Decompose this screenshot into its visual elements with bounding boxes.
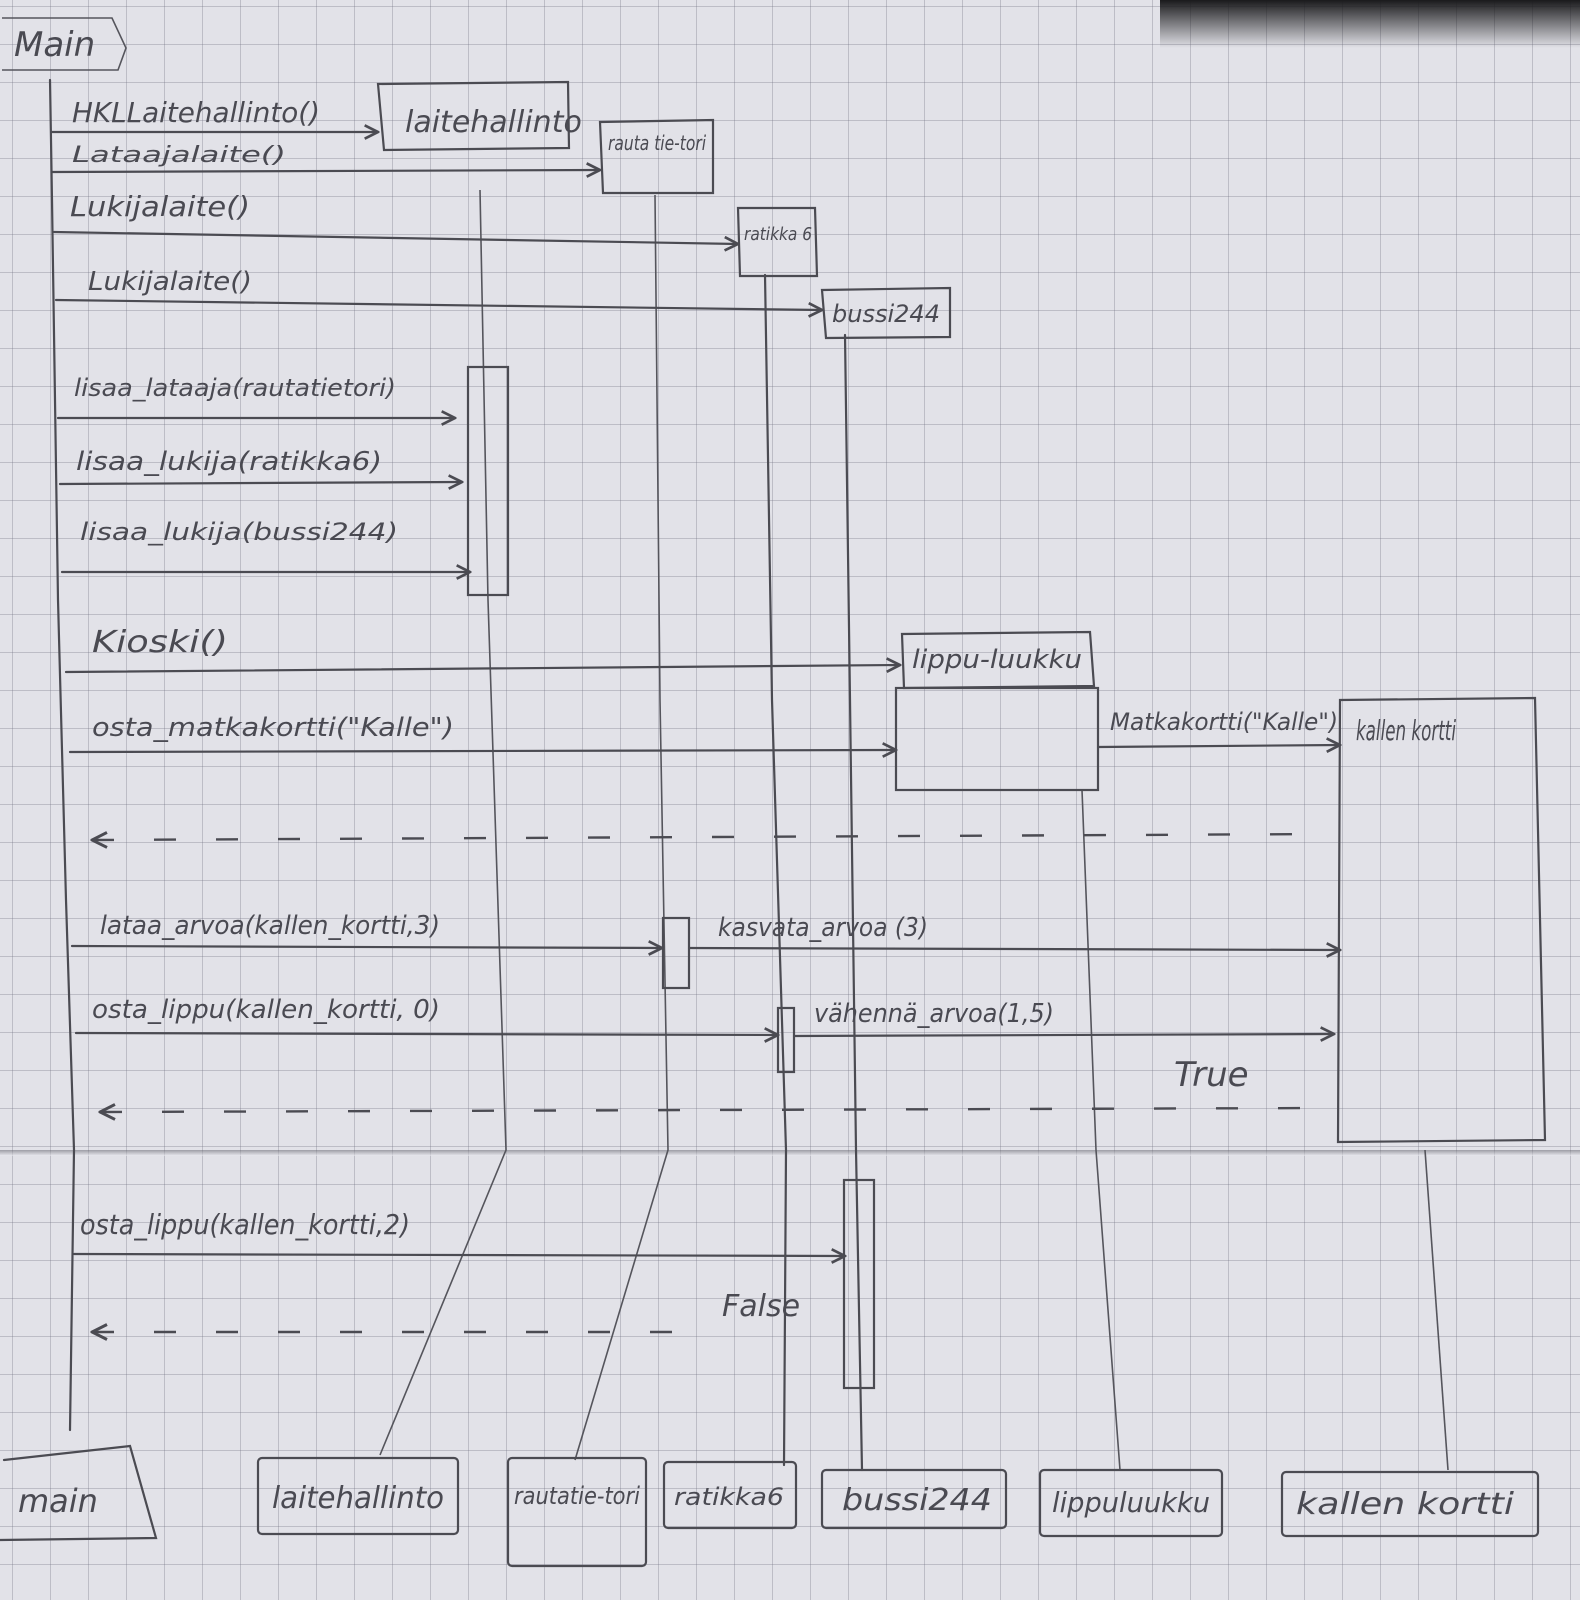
- frame-label-box: Main: [2, 17, 127, 71]
- message-7-label: lisaa_lukija(bussi244): [80, 518, 398, 546]
- message-14-label: vähennä_arvoa(1,5): [814, 999, 1054, 1029]
- lifeline-kallen-kortti: [1424, 1149, 1449, 1471]
- lifeline-rautatietori: [574, 194, 669, 1461]
- message-12: kasvata_arvoa (3): [687, 913, 1340, 950]
- footer-kallen-kortti-label: kallen kortti: [1296, 1487, 1515, 1522]
- footer-laitehallinto: laitehallinto: [256, 1456, 460, 1536]
- footer-lippuluukku: lippuluukku: [1038, 1468, 1224, 1538]
- footer-rautatietori-label: rautatie-tori: [514, 1482, 640, 1510]
- footer-kallen-kortti: kallen kortti: [1280, 1470, 1540, 1538]
- footer-main-label: main: [18, 1482, 98, 1520]
- message-11: lataa_arvoa(kallen_kortti,3): [70, 911, 662, 948]
- activation-rautatietori: [661, 916, 691, 990]
- return-3: False: [92, 1289, 800, 1332]
- participant-rautatietori: rauta tie-tori: [598, 118, 715, 195]
- participant-bussi244-label: bussi244: [832, 300, 940, 328]
- message-9: osta_matkakortti("Kalle"): [68, 713, 896, 752]
- message-1-label: HKLLaitehallinto(): [72, 96, 320, 129]
- message-2-label: Lataajalaite(): [72, 143, 286, 168]
- footer-laitehallinto-label: laitehallinto: [272, 1481, 444, 1516]
- participant-ratikka6: ratikka 6: [736, 206, 819, 278]
- participant-laitehallinto-label: laitehallinto: [405, 105, 582, 140]
- participant-ratikka6-label: ratikka 6: [744, 224, 812, 245]
- lippuluukku-activation: [894, 686, 1100, 792]
- message-13: osta_lippu(kallen_kortti, 0): [74, 995, 778, 1035]
- message-16-label: osta_lippu(kallen_kortti,2): [80, 1208, 410, 1241]
- return-2-label: True: [1174, 1055, 1249, 1095]
- activation-ratikka6: [776, 1006, 796, 1074]
- message-5-label: lisaa_lataaja(rautatietori): [74, 374, 396, 402]
- participant-rautatietori-label: rauta tie-tori: [608, 131, 706, 155]
- lifeline-lippuluukku: [1081, 789, 1121, 1471]
- activation-bussi244: [842, 1178, 876, 1390]
- message-1: HKLLaitehallinto(): [50, 96, 378, 132]
- message-12-label: kasvata_arvoa (3): [718, 913, 928, 943]
- participant-lippuluukku-label: lippu-luukku: [912, 645, 1082, 675]
- return-2: True: [100, 1055, 1321, 1112]
- message-13-label: osta_lippu(kallen_kortti, 0): [92, 995, 440, 1025]
- lifelines: [48, 78, 1449, 1472]
- lifeline-bussi244: [843, 333, 864, 1472]
- footer-bussi244-label: bussi244: [842, 1483, 992, 1518]
- message-10-label: Matkakortti("Kalle"): [1110, 708, 1338, 736]
- message-16: osta_lippu(kallen_kortti,2): [72, 1208, 845, 1256]
- message-2: Lataajalaite(): [50, 143, 600, 172]
- footer-lippuluukku-label: lippuluukku: [1052, 1486, 1210, 1519]
- lifeline-main: [48, 78, 76, 1432]
- message-5: lisaa_lataaja(rautatietori): [56, 374, 455, 418]
- frame-label: Main: [14, 25, 95, 65]
- paper-fold: [0, 1150, 1580, 1156]
- message-3-label: Lukijalaite(): [70, 190, 250, 223]
- participant-laitehallinto: laitehallinto: [376, 80, 582, 152]
- participant-kallen-kortti-label: kallen kortti: [1356, 714, 1456, 747]
- message-8-label: Kioski(): [92, 625, 228, 660]
- message-11-label: lataa_arvoa(kallen_kortti,3): [100, 911, 440, 941]
- participant-bussi244: bussi244: [820, 286, 952, 340]
- message-9-label: osta_matkakortti("Kalle"): [92, 713, 454, 743]
- message-6-label: lisaa_lukija(ratikka6): [76, 447, 382, 477]
- message-3: Lukijalaite(): [52, 190, 738, 244]
- footer-ratikka6-label: ratikka6: [674, 1483, 784, 1511]
- footer-bussi244: bussi244: [820, 1468, 1008, 1530]
- activation-laitehallinto: [466, 365, 510, 597]
- message-7: lisaa_lukija(bussi244): [60, 518, 470, 572]
- participant-kallen-kortti: kallen kortti: [1336, 696, 1547, 1144]
- message-8: Kioski(): [64, 625, 900, 674]
- return-3-label: False: [722, 1289, 800, 1324]
- message-14: vähennä_arvoa(1,5): [792, 999, 1334, 1036]
- footer-main: main: [0, 1444, 158, 1542]
- message-10: Matkakortti("Kalle"): [1096, 708, 1340, 747]
- lifeline-ratikka6: [763, 273, 788, 1467]
- table-background: [1160, 0, 1580, 48]
- message-4-label: Lukijalaite(): [88, 267, 252, 297]
- return-1: [92, 834, 1331, 840]
- activation-bars: [466, 365, 876, 1390]
- participant-lippuluukku: lippu-luukku: [894, 630, 1100, 792]
- footer-ratikka6: ratikka6: [662, 1460, 798, 1530]
- lifeline-laitehallinto: [379, 189, 507, 1456]
- footer-rautatietori: rautatie-tori: [506, 1456, 648, 1568]
- message-6: lisaa_lukija(ratikka6): [58, 447, 462, 484]
- message-4: Lukijalaite(): [54, 267, 822, 310]
